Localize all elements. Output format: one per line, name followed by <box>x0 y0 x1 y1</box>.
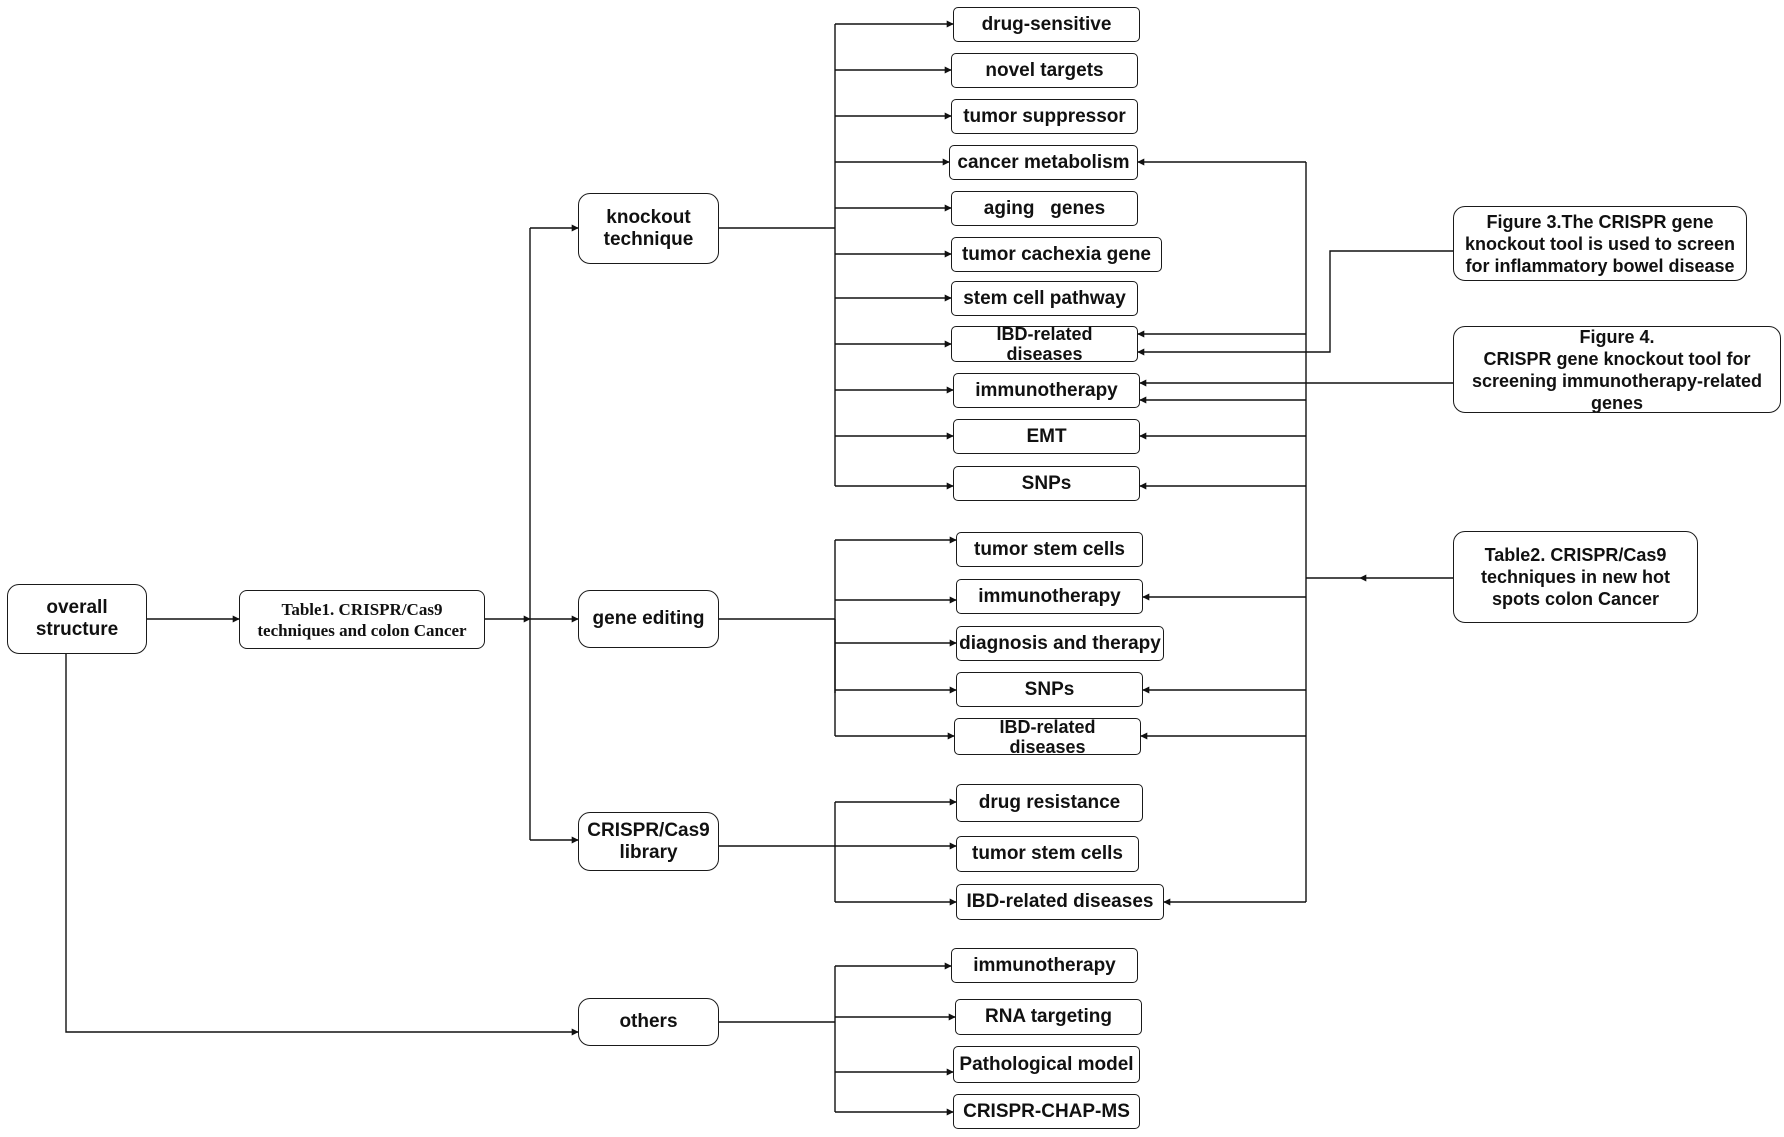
others-label: others <box>619 1011 678 1032</box>
leaf-immunotherapy-oth[interactable]: immunotherapy <box>951 948 1138 983</box>
leaf-rna-targeting[interactable]: RNA targeting <box>955 999 1142 1035</box>
leaf-aging-genes[interactable]: aging genes <box>951 191 1138 226</box>
leaf-label: diagnosis and therapy <box>959 632 1161 654</box>
leaf-tumor-stem-cells[interactable]: tumor stem cells <box>956 532 1143 567</box>
leaf-label: aging genes <box>983 197 1106 219</box>
leaf-label: CRISPR-CHAP-MS <box>963 1100 1130 1122</box>
connector-6 <box>65 654 579 1036</box>
leaf-emt[interactable]: EMT <box>953 419 1140 454</box>
leaf-label: immunotherapy <box>975 379 1118 401</box>
crispr-library-label: CRISPR/Cas9 library <box>587 819 710 863</box>
leaf-ibd-related-diseases-lib[interactable]: IBD-related diseases <box>956 884 1164 920</box>
leaf-stem-cell-pathway[interactable]: stem cell pathway <box>951 281 1138 316</box>
figure3-label: Figure 3.The CRISPR gene knockout tool i… <box>1464 211 1736 276</box>
leaf-label: stem cell pathway <box>963 287 1126 309</box>
leaf-immunotherapy[interactable]: immunotherapy <box>953 373 1140 408</box>
leaf-crispr-chap-ms[interactable]: CRISPR-CHAP-MS <box>953 1094 1140 1129</box>
leaf-label: immunotherapy <box>978 585 1121 607</box>
leaf-tumor-cachexia-gene[interactable]: tumor cachexia gene <box>951 237 1162 272</box>
leaf-cancer-metabolism[interactable]: cancer metabolism <box>949 145 1138 180</box>
leaf-pathological-model[interactable]: Pathological model <box>953 1046 1140 1083</box>
leaf-label: SNPs <box>1024 678 1075 700</box>
figure3-note[interactable]: Figure 3.The CRISPR gene knockout tool i… <box>1453 206 1747 281</box>
leaf-drug-resistance[interactable]: drug resistance <box>956 784 1143 822</box>
leaf-tumor-stem-cells-lib[interactable]: tumor stem cells <box>956 836 1139 872</box>
leaf-ibd-related-diseases-ge[interactable]: IBD-related diseases <box>954 718 1141 755</box>
figure4-note[interactable]: Figure 4. CRISPR gene knockout tool for … <box>1453 326 1781 413</box>
table1-node[interactable]: Table1. CRISPR/Cas9 techniques and colon… <box>239 590 485 649</box>
table1-label: Table1. CRISPR/Cas9 techniques and colon… <box>257 599 467 640</box>
table2-label: Table2. CRISPR/Cas9 techniques in new ho… <box>1480 545 1670 609</box>
leaf-label: Pathological model <box>959 1053 1134 1075</box>
leaf-label: EMT <box>1026 425 1067 447</box>
leaf-diagnosis-and-therapy[interactable]: diagnosis and therapy <box>956 626 1164 661</box>
leaf-tumor-suppressor[interactable]: tumor suppressor <box>951 99 1138 134</box>
connector-51 <box>1137 250 1453 356</box>
leaf-label: drug resistance <box>978 792 1121 813</box>
leaf-snps[interactable]: SNPs <box>953 466 1140 501</box>
leaf-label: tumor cachexia gene <box>961 243 1152 265</box>
leaf-label: SNPs <box>1021 472 1072 494</box>
leaf-drug-sensitive[interactable]: drug-sensitive <box>953 7 1140 42</box>
leaf-label: cancer metabolism <box>957 151 1130 173</box>
knockout-technique-label: knockout technique <box>603 206 694 250</box>
leaf-label: IBD-related diseases <box>966 891 1154 912</box>
table2-note[interactable]: Table2. CRISPR/Cas9 techniques in new ho… <box>1453 531 1698 623</box>
leaf-label: drug-sensitive <box>981 13 1112 35</box>
crispr-library-node[interactable]: CRISPR/Cas9 library <box>578 812 719 871</box>
leaf-label: tumor stem cells <box>974 538 1125 560</box>
leaf-label: IBD-related diseases <box>999 718 1096 755</box>
knockout-technique-node[interactable]: knockout technique <box>578 193 719 264</box>
gene-editing-node[interactable]: gene editing <box>578 590 719 648</box>
leaf-label: IBD-related diseases <box>996 326 1093 362</box>
leaf-label: tumor stem cells <box>972 843 1123 864</box>
leaf-label: immunotherapy <box>973 954 1116 976</box>
leaf-novel-targets[interactable]: novel targets <box>951 53 1138 88</box>
leaf-label: RNA targeting <box>984 1006 1113 1027</box>
others-node[interactable]: others <box>578 998 719 1046</box>
overall-structure-node[interactable]: overall structure <box>7 584 147 654</box>
leaf-label: tumor suppressor <box>963 105 1126 127</box>
leaf-immunotherapy-ge[interactable]: immunotherapy <box>956 579 1143 614</box>
figure4-label: Figure 4. CRISPR gene knockout tool for … <box>1471 326 1763 413</box>
gene-editing-label: gene editing <box>592 608 705 629</box>
overall-structure-label: overall structure <box>35 597 119 640</box>
leaf-label: novel targets <box>985 59 1104 81</box>
leaf-snps-ge[interactable]: SNPs <box>956 672 1143 707</box>
leaf-ibd-related-diseases[interactable]: IBD-related diseases <box>951 326 1138 362</box>
